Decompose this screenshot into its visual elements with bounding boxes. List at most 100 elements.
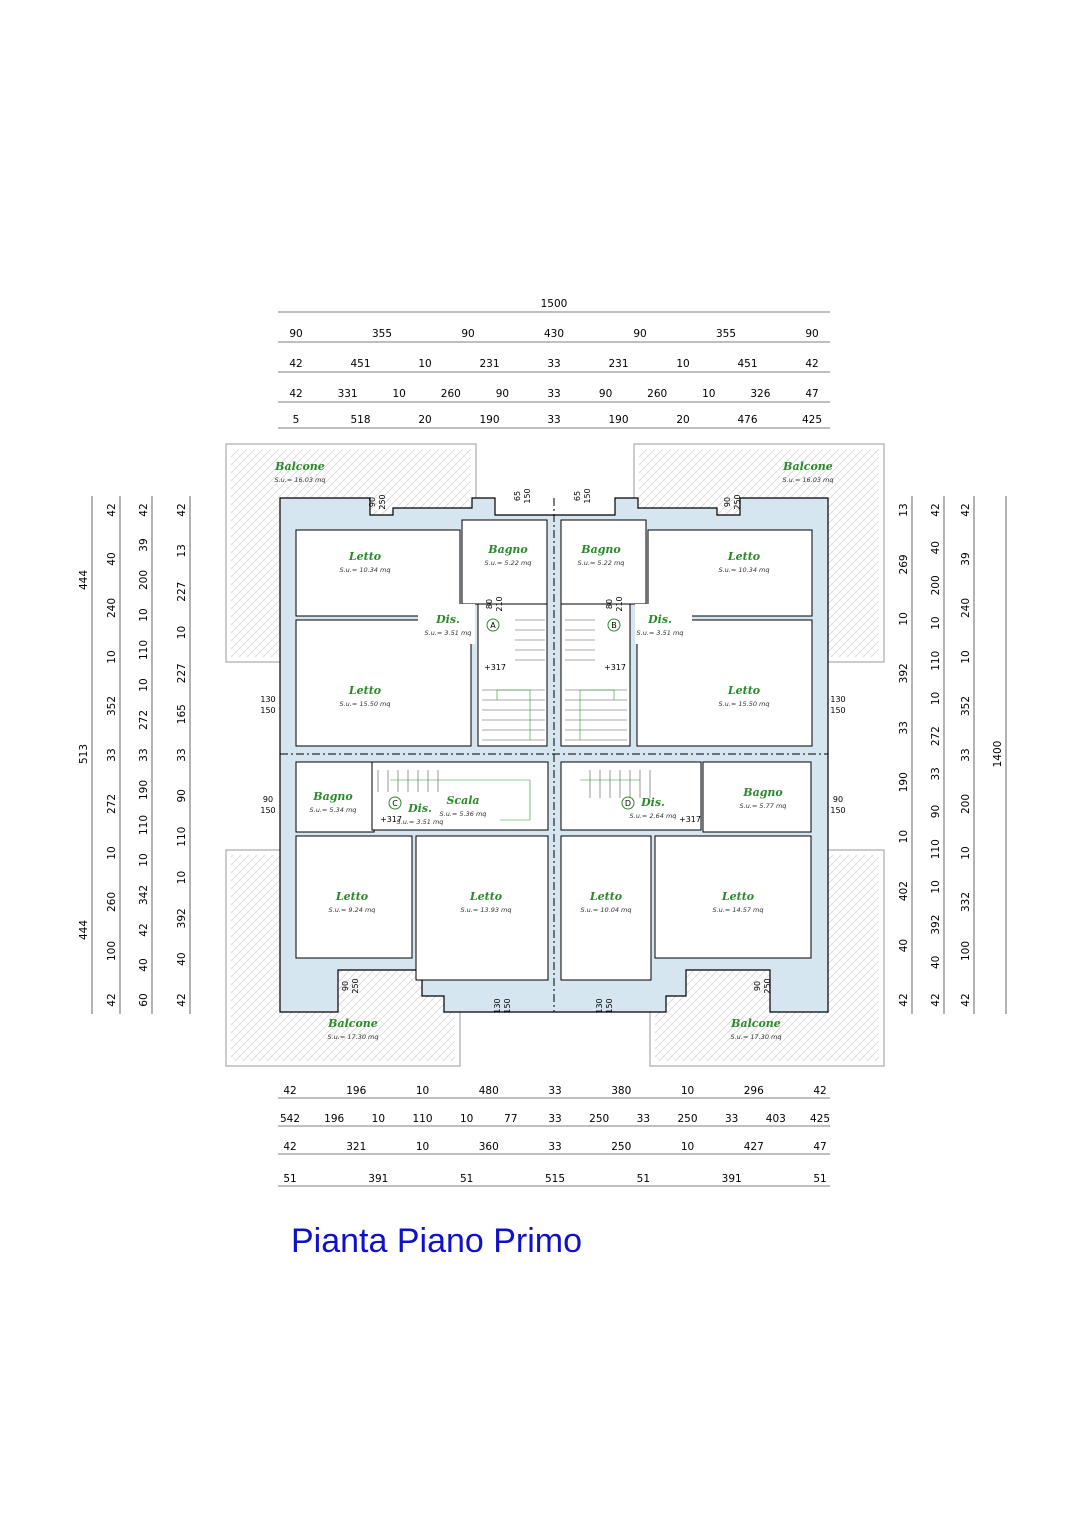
dimension-label: 100 — [960, 941, 972, 961]
dimension-label: 190 — [608, 414, 628, 426]
dimension-label: 1400 — [992, 741, 1004, 768]
room-name: Dis. — [640, 796, 665, 809]
room-name: Letto — [727, 550, 760, 563]
dimension-label: 200 — [960, 794, 972, 814]
dimension-label: 51 — [283, 1173, 296, 1185]
window-height: 150 — [503, 998, 512, 1013]
dimension-label: 196 — [346, 1085, 366, 1097]
dimension-label: 515 — [545, 1173, 565, 1185]
dimension-label: 42 — [176, 993, 188, 1006]
dimension-label: 33 — [547, 388, 560, 400]
dimension-label: 90 — [805, 328, 818, 340]
room-name: Balcone — [730, 1017, 781, 1030]
dimension-label: 331 — [338, 388, 358, 400]
dimension-label: 427 — [744, 1141, 764, 1153]
dimension-label: 51 — [460, 1173, 473, 1185]
dimension-label: 40 — [106, 552, 118, 565]
dimension-label: 40 — [176, 952, 188, 965]
dimension-label: 451 — [350, 358, 370, 370]
dimension-label: 272 — [930, 726, 942, 746]
window-width: 80 — [605, 599, 614, 609]
dimension-label: 33 — [898, 721, 910, 734]
dimension-label: 260 — [647, 388, 667, 400]
dimension-label: 250 — [589, 1113, 609, 1125]
unit-marker-letter: A — [490, 621, 496, 630]
window-width: 80 — [485, 599, 494, 609]
dimension-label: 33 — [930, 767, 942, 780]
dimension-label: 165 — [176, 704, 188, 724]
dimension-label: 42 — [289, 358, 302, 370]
dimension-label: 513 — [78, 744, 90, 764]
dimension-label: 39 — [960, 552, 972, 565]
window-height: 250 — [733, 494, 742, 509]
room-name: Bagno — [580, 543, 620, 556]
window-height: 150 — [260, 806, 275, 815]
dimension-lines — [91, 311, 1007, 1187]
room-name: Letto — [469, 890, 502, 903]
dimension-label: 42 — [960, 993, 972, 1006]
dimension-label: 1500 — [541, 298, 568, 310]
dimension-label: 110 — [930, 839, 942, 859]
dimension-label: 10 — [676, 358, 689, 370]
dimension-label: 332 — [960, 892, 972, 912]
dimension-label: 42 — [138, 503, 150, 516]
room-area: S.u.= 5.34 mq — [310, 806, 357, 814]
room-name: Dis. — [647, 613, 672, 626]
dimension-label: 42 — [283, 1141, 296, 1153]
room-area: S.u.= 5.22 mq — [485, 559, 532, 567]
dimension-label: 10 — [416, 1085, 429, 1097]
dimension-label: 90 — [289, 328, 302, 340]
window-width: 90 — [341, 981, 350, 991]
dimension-label: 190 — [898, 772, 910, 792]
dimension-label: 352 — [106, 696, 118, 716]
window-width: 90 — [723, 497, 732, 507]
room-area: S.u.= 9.24 mq — [329, 906, 376, 914]
dimension-label: 10 — [176, 871, 188, 884]
dimension-label: 40 — [138, 958, 150, 971]
dimension-label: 269 — [898, 554, 910, 574]
dimension-label: 296 — [744, 1085, 764, 1097]
dimension-label: 90 — [599, 388, 612, 400]
unit-marker-letter: C — [392, 799, 398, 808]
window-height: 150 — [583, 488, 592, 503]
room-name: Bagno — [742, 786, 782, 799]
room-area: S.u.= 10.34 mq — [718, 566, 769, 574]
dimension-label: 33 — [960, 748, 972, 761]
room-area: S.u.= 2.64 mq — [630, 812, 677, 820]
unit-marker-circle — [621, 796, 635, 810]
window-height: 150 — [830, 806, 845, 815]
room-name: Balcone — [327, 1017, 378, 1030]
level-mark: +317 — [380, 815, 402, 824]
unit-marker-circle — [486, 618, 500, 632]
dimension-label: 10 — [898, 830, 910, 843]
dimension-label: 380 — [611, 1085, 631, 1097]
dimension-label: 444 — [78, 570, 90, 590]
dimension-label: 10 — [106, 650, 118, 663]
dimension-label: 451 — [737, 358, 757, 370]
dimension-label: 430 — [544, 328, 564, 340]
dimension-label: 227 — [176, 663, 188, 683]
dimension-label: 231 — [479, 358, 499, 370]
dimension-label: 10 — [930, 692, 942, 705]
dimension-label: 476 — [737, 414, 757, 426]
dimension-label: 20 — [676, 414, 689, 426]
dimension-label: 42 — [138, 923, 150, 936]
dimension-label: 391 — [722, 1173, 742, 1185]
dimension-label: 100 — [106, 941, 118, 961]
room-name: Bagno — [487, 543, 527, 556]
dimension-label: 39 — [138, 538, 150, 551]
dimension-label: 10 — [898, 612, 910, 625]
dimension-label: 42 — [176, 503, 188, 516]
level-marks: +317+317+317+317 — [380, 663, 701, 824]
dimension-label: 10 — [930, 616, 942, 629]
dimension-label: 90 — [461, 328, 474, 340]
dimension-label: 60 — [138, 993, 150, 1006]
page-title: Pianta Piano Primo — [291, 1222, 583, 1260]
window-height: 150 — [523, 488, 532, 503]
dimension-label: 190 — [479, 414, 499, 426]
dimension-label: 402 — [898, 881, 910, 901]
dimension-label: 33 — [548, 1085, 561, 1097]
dimension-label: 260 — [441, 388, 461, 400]
